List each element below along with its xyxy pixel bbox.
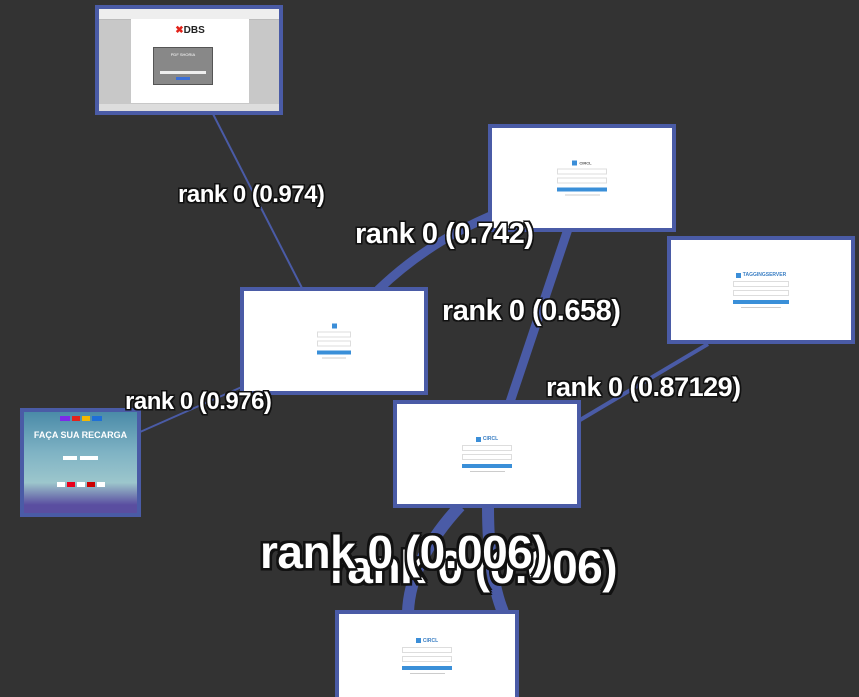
- node-login-top[interactable]: CIRCL: [488, 124, 676, 232]
- edge-label-0974: rank 0 (0.974): [178, 181, 325, 208]
- edge-dbs-center: [211, 111, 304, 291]
- node-recarga[interactable]: FAÇA SUA RECARGA: [20, 408, 141, 517]
- circl-logo: CIRCL: [462, 436, 512, 442]
- recarga-title: FAÇA SUA RECARGA: [33, 430, 128, 440]
- edge-mid-bottom-b: [482, 505, 509, 615]
- edge-center-top: [374, 207, 502, 294]
- edge-label-0742: rank 0 (0.742): [355, 218, 534, 250]
- edge-label-0006-b: rank 0 (0.006): [330, 541, 618, 593]
- node-login-center[interactable]: [240, 287, 428, 395]
- edge-top-mid: [505, 227, 573, 404]
- edge-label-0006-a: rank 0 (0.006): [260, 526, 548, 578]
- edge-recarga-center: [139, 385, 245, 433]
- dbs-page: ✖DBS PDF SHORIA: [131, 19, 249, 103]
- edge-label-087129: rank 0 (0.87129): [546, 372, 741, 402]
- dbs-dialog-title: PDF SHORIA: [170, 52, 196, 57]
- circl-logo-bottom: CIRCL: [402, 638, 452, 644]
- recarga-form: [24, 456, 137, 460]
- node-dbs-screenshot[interactable]: ✖DBS PDF SHORIA: [95, 5, 283, 115]
- browser-statusbar: [99, 104, 279, 111]
- edge-label-0976: rank 0 (0.976): [125, 388, 272, 415]
- dbs-logo: ✖DBS: [175, 25, 205, 36]
- edge-mid-bottom-a: [402, 501, 465, 613]
- recarga-payment-icons: [24, 482, 137, 487]
- node-circl-bottom[interactable]: CIRCL: [335, 610, 519, 697]
- node-circl-mid[interactable]: CIRCL: [393, 400, 581, 508]
- edge-label-0658: rank 0 (0.658): [442, 295, 621, 327]
- recarga-logos: [24, 416, 137, 421]
- edge-tagging-mid: [578, 342, 710, 422]
- dbs-dialog: PDF SHORIA: [153, 47, 213, 85]
- tagging-logo: TAGGINGSERVER: [733, 272, 789, 278]
- node-taggingserver[interactable]: TAGGINGSERVER: [667, 236, 855, 344]
